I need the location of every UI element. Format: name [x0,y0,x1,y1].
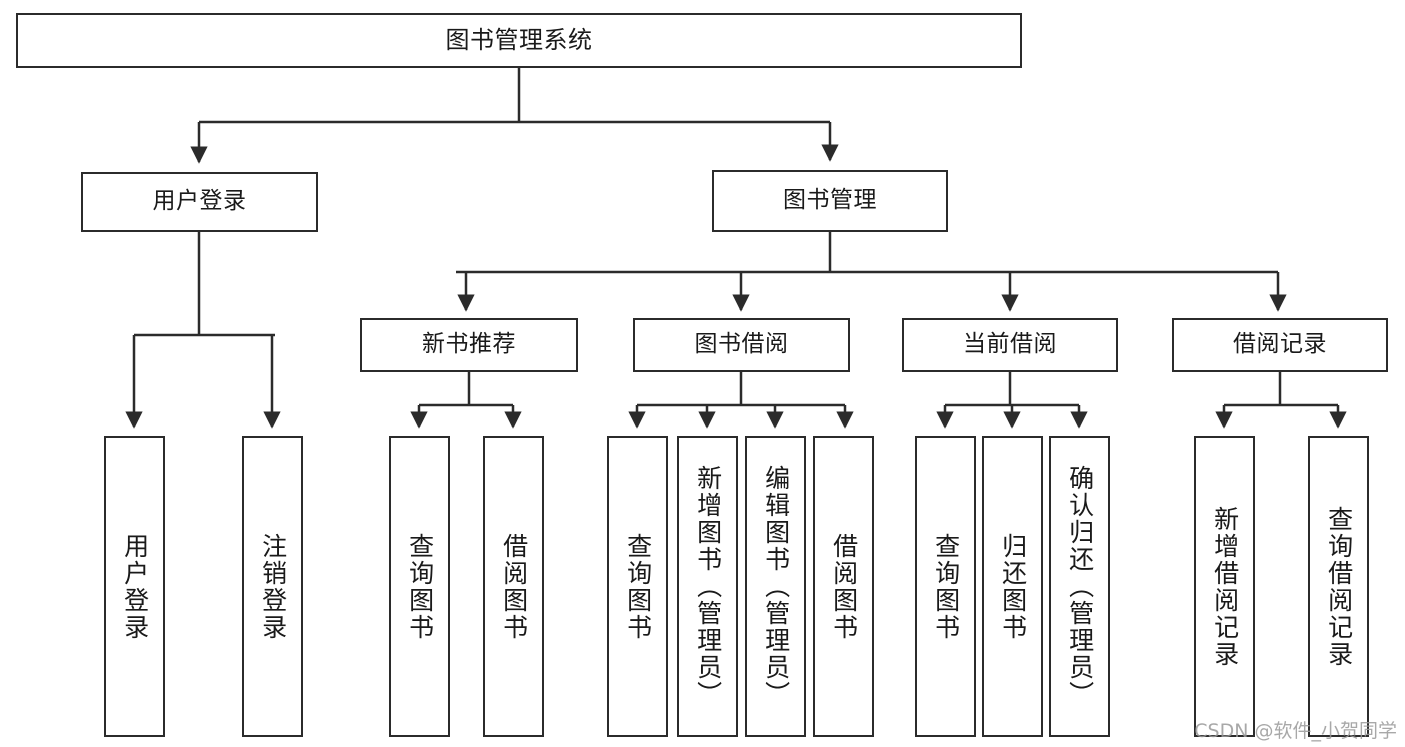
node-leaf-borrow-book-1-label: 借阅图书 [499,532,529,641]
node-leaf-edit-book-admin[interactable]: 编辑图书（管理员） [745,436,806,737]
node-leaf-query-book-2-label: 查询图书 [623,532,653,641]
node-leaf-query-book-3[interactable]: 查询图书 [915,436,976,737]
node-leaf-borrow-book-2[interactable]: 借阅图书 [813,436,874,737]
node-root[interactable]: 图书管理系统 [16,13,1022,68]
node-book-borrow-label: 图书借阅 [694,331,789,358]
node-leaf-add-book-admin[interactable]: 新增图书（管理员） [677,436,738,737]
node-leaf-add-borrow-record[interactable]: 新增借阅记录 [1194,436,1255,737]
node-leaf-return-book[interactable]: 归还图书 [982,436,1043,737]
node-leaf-query-book-1-label: 查询图书 [405,532,435,641]
node-leaf-query-book-2[interactable]: 查询图书 [607,436,668,737]
node-current-borrow-label: 当前借阅 [963,331,1057,358]
node-root-label: 图书管理系统 [445,26,593,55]
node-book-borrow[interactable]: 图书借阅 [633,318,850,372]
node-current-borrow[interactable]: 当前借阅 [902,318,1118,372]
node-new-book-recommend[interactable]: 新书推荐 [360,318,578,372]
node-user-login-label: 用户登录 [152,188,247,215]
node-leaf-user-login-label: 用户登录 [120,532,150,641]
node-new-book-recommend-label: 新书推荐 [422,331,516,358]
node-leaf-add-borrow-record-label: 新增借阅记录 [1210,505,1240,668]
node-leaf-confirm-return-admin-label: 确认归还（管理员） [1065,465,1095,708]
node-leaf-logout-login-label: 注销登录 [258,532,288,641]
node-user-login[interactable]: 用户登录 [81,172,318,232]
node-borrow-record-label: 借阅记录 [1233,331,1327,358]
node-leaf-borrow-book-2-label: 借阅图书 [829,532,859,641]
node-leaf-add-book-admin-label: 新增图书（管理员） [693,465,723,708]
node-borrow-record[interactable]: 借阅记录 [1172,318,1388,372]
node-book-manage[interactable]: 图书管理 [712,170,948,232]
node-leaf-logout-login[interactable]: 注销登录 [242,436,303,737]
node-leaf-borrow-book-1[interactable]: 借阅图书 [483,436,544,737]
node-leaf-return-book-label: 归还图书 [998,532,1028,641]
node-leaf-query-book-3-label: 查询图书 [931,532,961,641]
node-leaf-query-borrow-record[interactable]: 查询借阅记录 [1308,436,1369,737]
node-leaf-query-borrow-record-label: 查询借阅记录 [1324,505,1354,668]
node-leaf-query-book-1[interactable]: 查询图书 [389,436,450,737]
node-book-manage-label: 图书管理 [783,187,877,214]
node-leaf-user-login[interactable]: 用户登录 [104,436,165,737]
node-leaf-confirm-return-admin[interactable]: 确认归还（管理员） [1049,436,1110,737]
node-leaf-edit-book-admin-label: 编辑图书（管理员） [761,465,791,708]
